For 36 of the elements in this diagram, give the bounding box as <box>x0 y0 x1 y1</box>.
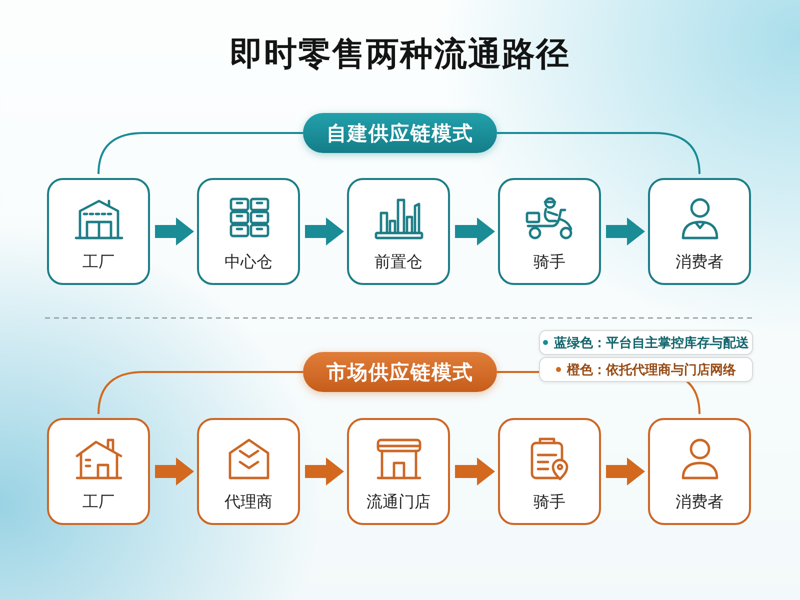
section-banner: 市场供应链模式 <box>303 352 497 392</box>
process-box <box>498 178 601 285</box>
process-box <box>347 418 450 525</box>
node-label: 骑手 <box>534 493 566 513</box>
connector-line <box>98 132 303 174</box>
node-label: 消费者 <box>676 253 724 273</box>
process-box <box>47 418 150 525</box>
block-arrow <box>606 218 645 246</box>
diagram-title: 即时零售两种流通路径 <box>230 34 570 74</box>
block-arrow <box>455 458 495 486</box>
block-arrow <box>606 458 645 486</box>
node-label: 前置仓 <box>374 253 422 273</box>
section-banner: 自建供应链模式 <box>303 113 497 153</box>
process-box <box>347 178 450 285</box>
process-box <box>648 418 751 525</box>
block-arrow <box>455 218 495 246</box>
node-label: 中心仓 <box>224 253 272 273</box>
node-label: 代理商 <box>224 493 272 513</box>
block-arrow <box>155 218 194 246</box>
process-box <box>197 418 300 525</box>
node-label: 消费者 <box>676 493 724 513</box>
legend-text: 橙色：依托代理商与门店网络 <box>567 362 736 378</box>
connector-line <box>98 371 303 414</box>
block-arrow <box>305 218 344 246</box>
block-arrow <box>155 458 194 486</box>
node-label: 流通门店 <box>366 493 430 513</box>
process-box <box>47 178 150 285</box>
node-label: 工厂 <box>82 493 114 513</box>
process-box <box>648 178 751 285</box>
block-arrow <box>305 458 344 486</box>
node-label: 骑手 <box>534 253 566 273</box>
process-box <box>498 418 601 525</box>
connector-line <box>497 132 700 174</box>
legend-text: 蓝绿色：平台自主掌控库存与配送 <box>554 334 749 350</box>
process-box <box>197 178 300 285</box>
node-label: 工厂 <box>82 253 114 273</box>
